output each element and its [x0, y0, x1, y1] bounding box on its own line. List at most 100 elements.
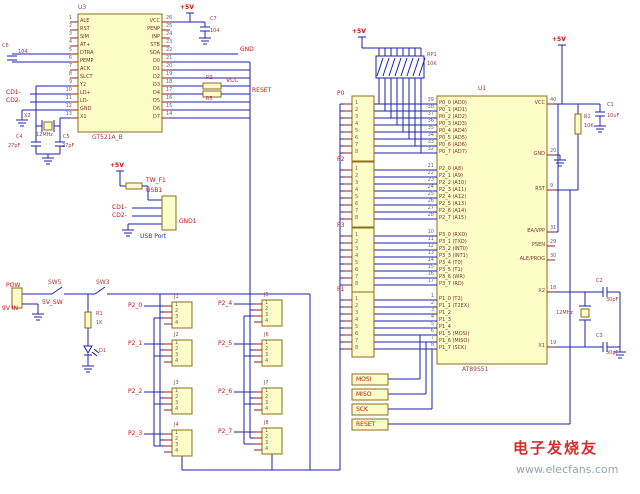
sw5-ref: SW5 — [48, 279, 62, 286]
net-cd1-label: CD1- — [6, 89, 21, 96]
u1-pin-number: 23 — [427, 177, 434, 183]
header-pin-number: 4 — [355, 121, 359, 127]
u1-pin-label: X1 — [538, 343, 545, 349]
jack-title: J5 — [264, 292, 269, 298]
u3-pin-number: 9 — [68, 79, 72, 85]
u1-pin-number: 24 — [427, 184, 434, 190]
usb-ref: USB1 — [146, 187, 163, 194]
u1-pin-label: P3_2 (INT0) — [439, 246, 468, 252]
header-pin-number: 1 — [355, 232, 359, 238]
u1-pin-label: P3_3 (INT1) — [439, 253, 468, 259]
u1-pin-label: P2_0 (A8) — [439, 166, 463, 172]
header-pin-number: 3 — [355, 180, 359, 186]
wire — [406, 57, 414, 77]
u3-pin-number: 12 — [65, 103, 72, 109]
u3-pin-label: Y2 — [80, 82, 87, 88]
header-pin-number: 6 — [355, 267, 359, 273]
wire — [94, 286, 106, 295]
jack-pin-number: 4 — [265, 358, 269, 364]
u1-pin-number: 4 — [430, 314, 434, 320]
u1-pin-number: 36 — [427, 118, 434, 124]
u1-ref: U1 — [478, 85, 487, 92]
u3-pin-number: 14 — [166, 111, 173, 117]
u1-pin-label: P0_0 (AD0) — [439, 100, 467, 106]
c2-val: 30pF — [606, 297, 619, 303]
net-cd2-label: CD2- — [6, 97, 21, 104]
u1-pin-label: P2_6 (A14) — [439, 208, 467, 214]
ic-u1-body — [436, 95, 548, 365]
header-pin-number: 4 — [355, 187, 359, 193]
jack-net-label: P2_3 — [128, 430, 143, 437]
r1-ref: R1 — [96, 311, 103, 317]
wire — [91, 351, 98, 357]
u1-pin-number: 32 — [427, 146, 434, 152]
jack-pin-number: 3 — [265, 440, 269, 446]
u1-pin-number: 12 — [427, 243, 434, 249]
header-pin-number: 3 — [355, 114, 359, 120]
c1-ref: C1 — [607, 102, 614, 108]
x2-ref: X2 — [24, 113, 31, 119]
r3-ref: R3 — [206, 75, 213, 81]
u1-part: AT89S51 — [462, 366, 489, 373]
u3-pin-number: 16 — [166, 95, 173, 101]
wire — [51, 286, 63, 295]
f1-ref: TW_F1 — [146, 177, 166, 184]
u3-pin-label: SIM — [80, 34, 89, 40]
u1-pin-number: 28 — [427, 212, 434, 218]
header-pin-number: 8 — [355, 149, 359, 155]
jack-j6-body — [261, 339, 283, 367]
header-title: P1 — [337, 286, 345, 293]
isp-pad — [351, 418, 389, 431]
wire — [376, 57, 384, 77]
header-pin-number: 7 — [355, 142, 359, 148]
jack-pin-number: 4 — [175, 406, 179, 412]
jack-net-label: P2_0 — [128, 302, 143, 309]
u3-pin-label: DTRA — [80, 50, 94, 56]
resistor-r1 — [84, 311, 92, 329]
wire — [93, 348, 100, 354]
jack-j2-body — [171, 339, 193, 367]
plus5v-label: +5V — [552, 36, 566, 43]
jack-net-label: P2_7 — [218, 428, 233, 435]
u3-pin-number: 24 — [166, 31, 173, 37]
r2-val: 10K — [584, 123, 594, 129]
jack-pin-number: 1 — [265, 300, 269, 306]
u3-ref: U3 — [78, 4, 87, 11]
jack-pin-number: 4 — [265, 318, 269, 324]
u1-pin-number: 15 — [427, 264, 434, 270]
u1-pin-number: 29 — [550, 239, 557, 245]
jack-pin-number: 1 — [175, 302, 179, 308]
u1-pin-number: 19 — [550, 340, 557, 346]
header-pin-number: 2 — [355, 173, 359, 179]
header-pin-number: 2 — [355, 239, 359, 245]
d1-ref: D1 — [99, 348, 107, 354]
jack-pin-number: 1 — [175, 388, 179, 394]
isp-pad — [351, 388, 389, 401]
u3-pin-label: VCC — [149, 18, 160, 24]
r2-ref: R2 — [584, 114, 591, 120]
u3-pin-number: 6 — [68, 55, 72, 61]
wire — [388, 57, 396, 77]
jack-j8-body — [261, 427, 283, 455]
u1-pin-label: P2_5 (A13) — [439, 201, 467, 207]
u3-pin-label: INP — [151, 34, 160, 40]
u3-part: GT521A_B — [92, 134, 123, 141]
header-p1-body — [351, 291, 375, 358]
jack-pin-number: 2 — [175, 394, 179, 400]
header-title: P2 — [337, 156, 345, 163]
u1-pin-label: P1_5 (MOSI) — [439, 331, 470, 337]
u1-pin-label: P3_5 (T1) — [439, 267, 463, 273]
u3-pin-number: 25 — [166, 23, 173, 29]
u3-pin-number: 19 — [166, 71, 173, 77]
header-pin-number: 5 — [355, 128, 359, 134]
jack-pin-number: 1 — [265, 340, 269, 346]
c5-val: 27pF — [62, 143, 75, 149]
u3-pin-label: LD+ — [80, 90, 91, 96]
r5-ref: R5 — [206, 96, 213, 102]
jack-pin-number: 2 — [265, 306, 269, 312]
header-pin-number: 5 — [355, 194, 359, 200]
jack-title: J6 — [264, 332, 269, 338]
header-pin-number: 2 — [355, 107, 359, 113]
usb-port-label: USB Port — [140, 233, 167, 240]
